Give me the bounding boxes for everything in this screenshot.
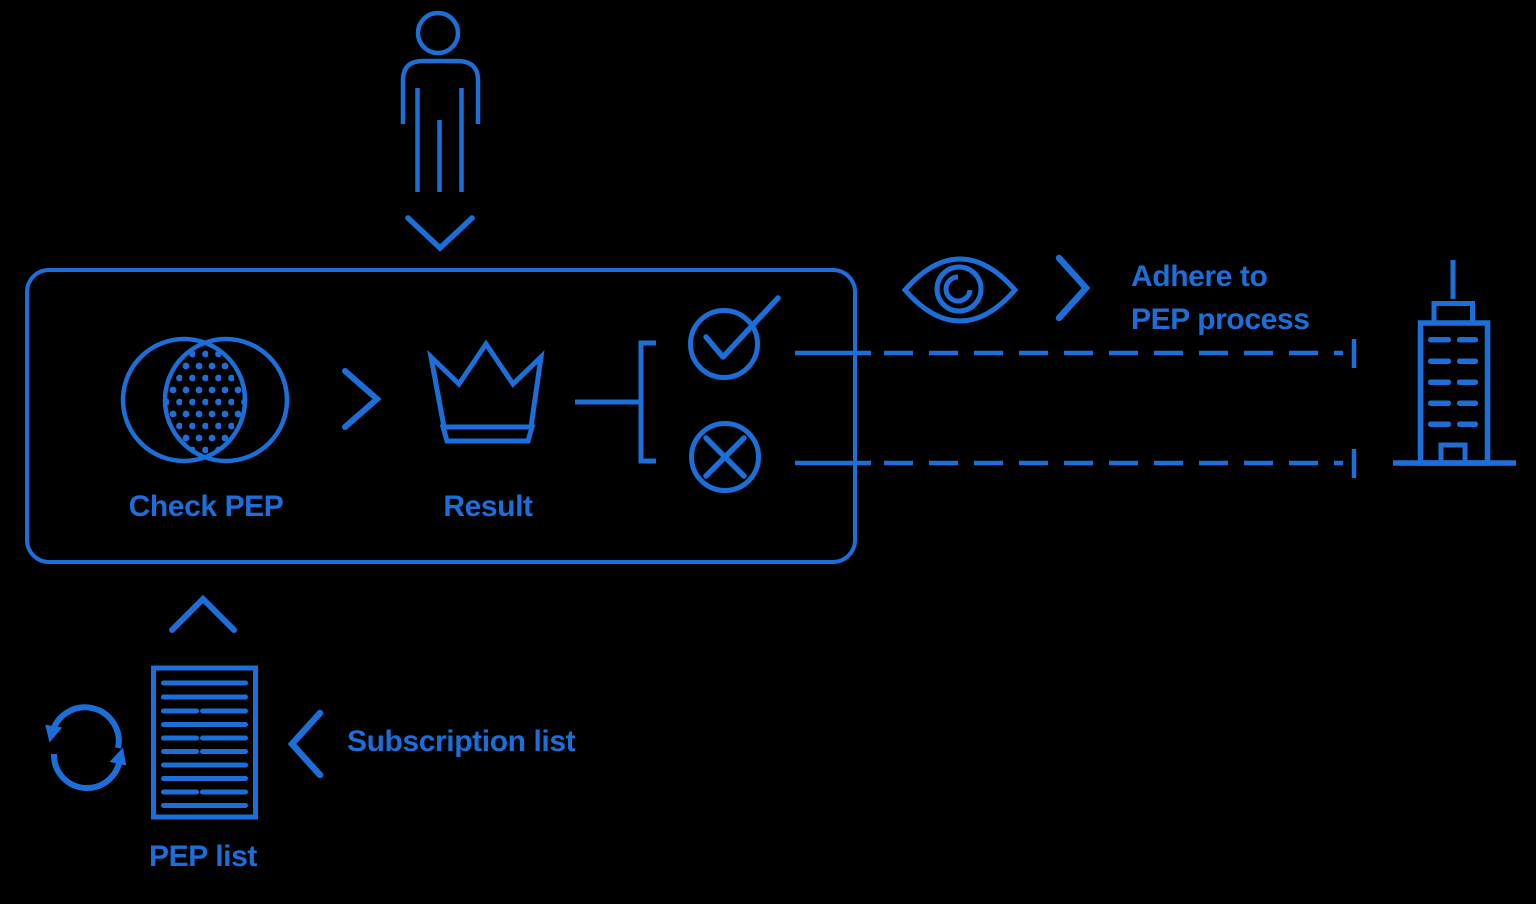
chevron-right-icon bbox=[342, 368, 382, 430]
chevron-left-icon bbox=[287, 709, 324, 779]
sync-icon bbox=[45, 704, 127, 791]
pep-list-label: PEP list bbox=[149, 840, 257, 873]
subscription-list-label: Subscription list bbox=[347, 725, 576, 758]
process-box bbox=[25, 268, 857, 564]
approved-flow-line bbox=[795, 339, 1357, 368]
building-icon bbox=[1393, 260, 1516, 466]
document-icon bbox=[151, 665, 258, 820]
result-label: Result bbox=[443, 490, 533, 523]
fork-bracket bbox=[575, 340, 656, 464]
person-icon bbox=[400, 10, 481, 192]
adhere-note-line2: PEP process bbox=[1131, 303, 1310, 336]
eye-icon bbox=[901, 256, 1019, 324]
venn-match-icon bbox=[120, 336, 290, 464]
adhere-note: Adhere to PEP process bbox=[1131, 255, 1310, 341]
cross-circle-icon bbox=[689, 421, 761, 493]
adhere-note-line1: Adhere to bbox=[1131, 260, 1268, 293]
rejected-flow-line bbox=[795, 449, 1357, 478]
check-pep-label: Check PEP bbox=[128, 490, 284, 523]
arrow-down-icon bbox=[405, 215, 475, 252]
chevron-up-icon bbox=[169, 594, 237, 633]
chevron-right-icon bbox=[1055, 254, 1091, 322]
crown-icon bbox=[427, 339, 545, 444]
check-circle-icon bbox=[688, 295, 781, 380]
